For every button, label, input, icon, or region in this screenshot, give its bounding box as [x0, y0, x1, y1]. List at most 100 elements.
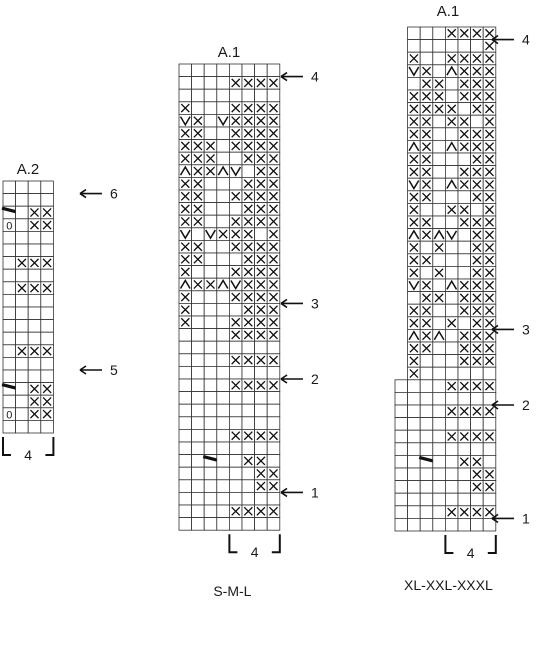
chart-cell: [444, 454, 459, 469]
row-number-label: 4: [311, 69, 319, 85]
purl-symbol: [459, 217, 469, 227]
chart-cell: [216, 176, 230, 191]
row-arrow: [491, 513, 514, 524]
chart-cell: [178, 328, 193, 342]
chart-cell: [470, 442, 484, 456]
chart-cell: [241, 403, 256, 418]
chart-cell: [203, 101, 218, 115]
chart-cell: [27, 243, 42, 258]
purl-symbol: [193, 204, 203, 214]
chart-cell: [432, 379, 446, 393]
decrease-right-symbol: [446, 141, 458, 152]
row-number-label: 1: [311, 484, 319, 500]
chart-cell: [203, 365, 218, 380]
chart-cell: [407, 26, 421, 41]
chart-cell: [457, 152, 472, 167]
purl-symbol: [485, 192, 494, 202]
chart-cell: [15, 243, 29, 258]
purl-symbol: [231, 217, 241, 226]
chart-cell: [27, 331, 42, 346]
chart-cell: [27, 268, 42, 283]
purl-symbol: [243, 254, 253, 264]
repeat-label: 4: [467, 545, 475, 561]
chart-cell: [178, 88, 193, 103]
chart-cell: [419, 492, 434, 507]
chart-cell: [407, 291, 421, 305]
repeat-label: 4: [24, 447, 32, 463]
purl-symbol: [180, 204, 190, 214]
chart-cell: [432, 26, 446, 41]
chart-cell: [178, 63, 193, 78]
row-arrow: [280, 374, 303, 384]
purl-symbol: [180, 292, 190, 302]
chart-cell: [470, 202, 484, 217]
purl-symbol: [409, 255, 419, 265]
purl-symbol: [472, 306, 482, 315]
purl-symbol: [472, 154, 482, 164]
repeat-bracket: [228, 534, 281, 554]
chart-cell: [203, 239, 218, 254]
chart-cell: [216, 353, 230, 367]
purl-symbol: [256, 103, 266, 113]
purl-symbol: [243, 204, 253, 214]
chart-cell: [216, 139, 230, 153]
chart-cell: [191, 315, 205, 330]
purl-symbol: [472, 180, 482, 189]
chart-cell: [27, 306, 42, 321]
chart-cell: [2, 344, 17, 358]
chart-cell: [191, 466, 205, 481]
chart-cell: [470, 366, 484, 381]
decrease-right-symbol: [408, 330, 420, 341]
decrease-left-symbol: [408, 180, 420, 190]
row-number-label: 4: [522, 32, 530, 48]
chart-cell: [432, 442, 446, 456]
chart-cell: [444, 303, 459, 318]
purl-symbol: [30, 384, 39, 394]
purl-symbol: [42, 283, 52, 293]
chart-cell: [432, 51, 446, 66]
chart-cell: [266, 391, 281, 405]
purl-symbol: [422, 331, 431, 341]
purl-symbol: [180, 217, 190, 226]
chart-cell: [432, 278, 446, 293]
purl-symbol: [472, 268, 482, 278]
purl-symbol: [459, 28, 469, 38]
row-number-label: 3: [522, 321, 530, 337]
chart-cell: [191, 365, 205, 380]
purl-symbol: [459, 79, 469, 89]
purl-symbol: [180, 267, 190, 277]
chart-cell: [40, 369, 54, 384]
purl-symbol: [231, 330, 241, 340]
chart-cell: [407, 492, 421, 507]
chart-cell: [191, 302, 205, 317]
chart-cell: [216, 441, 230, 456]
purl-symbol: [193, 141, 203, 151]
chart-cell: [216, 491, 230, 506]
chart-cell: [432, 39, 446, 53]
purl-symbol: [243, 128, 253, 138]
chart-cell: [191, 88, 205, 103]
decrease-left-symbol: [230, 280, 242, 290]
chart-cell: [15, 419, 29, 434]
purl-symbol: [409, 369, 419, 378]
decrease-right-symbol: [433, 330, 445, 341]
purl-symbol: [243, 380, 253, 390]
purl-symbol: [447, 205, 457, 215]
chart-cell: [394, 518, 409, 532]
chart-cell: [178, 416, 193, 430]
chart-cell: [482, 492, 497, 507]
chart-cell: [407, 77, 421, 91]
chart-cell: [15, 180, 29, 195]
purl-symbol: [243, 78, 253, 88]
chart-cell: [457, 102, 472, 116]
purl-symbol: [422, 142, 431, 152]
chart-cell: [407, 442, 421, 456]
purl-symbol: [459, 142, 469, 152]
chart-cell: [407, 505, 421, 519]
purl-symbol: [206, 141, 215, 151]
chart-cell: [203, 466, 218, 481]
purl-symbol: [459, 293, 469, 303]
chart-cell: [178, 378, 193, 393]
chart-cell: [203, 353, 218, 367]
chart-cell: [419, 467, 434, 482]
